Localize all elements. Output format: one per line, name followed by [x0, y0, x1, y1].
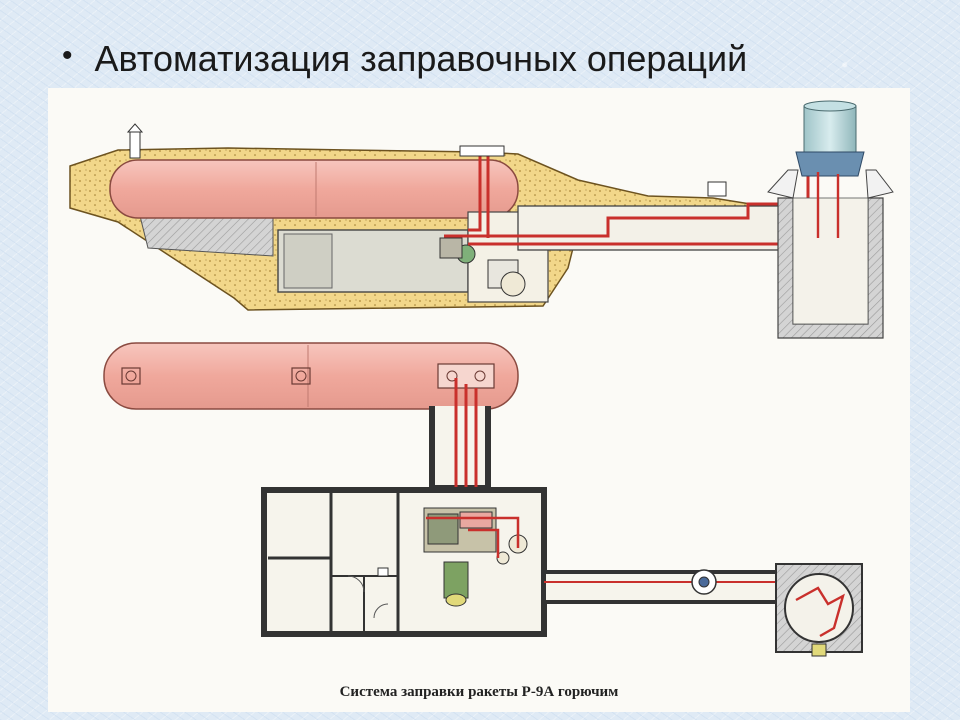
tank-vent-icon [126, 123, 144, 159]
rocket-connection-tower [795, 100, 865, 177]
fuel-storage-tank-plan [103, 342, 519, 410]
slide-title-text: Автоматизация заправочных операций [94, 38, 748, 79]
filling-well-plan [775, 563, 863, 657]
bullet-point: • [62, 39, 73, 72]
filling-shaft [767, 169, 894, 339]
slide-title: • Автоматизация заправочных операций [62, 38, 747, 80]
technical-drawing [69, 100, 894, 657]
valve-box-icon [707, 181, 727, 197]
section-view [69, 100, 894, 339]
plan-view [103, 342, 863, 657]
fueling-system-drawing: Система заправки ракеты Р-9А горючим [48, 88, 910, 712]
fuel-storage-tank [109, 159, 519, 219]
pump-station-plan [261, 487, 547, 637]
pipe-gallery-plan [542, 570, 782, 604]
connecting-corridor [429, 406, 491, 491]
figure-caption: Система заправки ракеты Р-9А горючим [339, 684, 619, 700]
pump-equipment [439, 237, 526, 297]
